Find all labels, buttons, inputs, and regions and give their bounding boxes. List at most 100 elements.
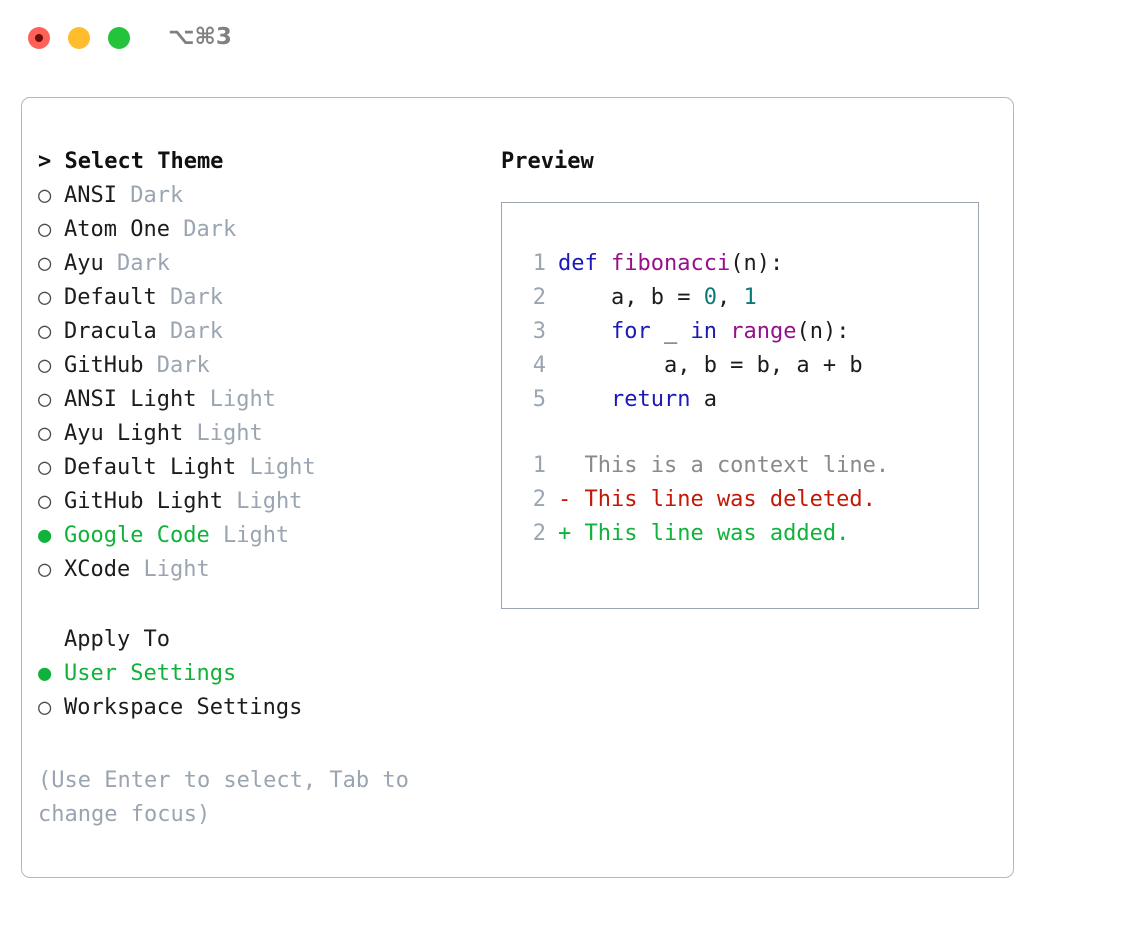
code-token-txt: (n): — [796, 319, 850, 344]
theme-option-kind: Light — [196, 421, 263, 446]
theme-option-kind: Light — [209, 387, 276, 412]
theme-option-kind: Light — [236, 489, 303, 514]
code-token-kw: in — [690, 319, 717, 344]
apply-to-list: ●User Settings ○ Workspace Settings — [38, 657, 478, 725]
line-number: 5 — [532, 387, 546, 412]
theme-option-name: Google Code — [64, 523, 210, 548]
theme-option[interactable]: ○ XCode Light — [38, 553, 478, 587]
diff-line: 2- This line was deleted. — [520, 483, 889, 517]
theme-option-name: XCode — [64, 557, 131, 582]
radio-unselected-icon: ○ — [38, 285, 52, 310]
apply-to-option-name: User Settings — [64, 661, 237, 686]
theme-option[interactable]: ○ GitHub Light Light — [38, 485, 478, 519]
title-bar: ⌥⌘3 — [0, 0, 1140, 78]
preview-heading: Preview — [501, 149, 594, 174]
line-number: 4 — [532, 353, 546, 378]
theme-option[interactable]: ○ Default Dark — [38, 281, 478, 315]
code-line: 3 for _ in range(n): — [520, 315, 863, 349]
radio-unselected-icon: ○ — [38, 557, 52, 582]
line-number: 2 — [532, 521, 546, 546]
theme-option[interactable]: ○Dracula Dark — [38, 315, 478, 349]
theme-selector-column: > Select Theme ○ANSI Dark○Atom One Dark○… — [38, 145, 478, 725]
theme-list: ○ANSI Dark○Atom One Dark○Ayu Dark○Defaul… — [38, 179, 478, 587]
code-token-kw: for — [610, 319, 651, 344]
diff-line: 2 + This line was added. — [520, 517, 889, 551]
main-panel: > Select Theme ○ANSI Dark○Atom One Dark○… — [21, 97, 1014, 878]
theme-option-name: GitHub Light — [64, 489, 223, 514]
apply-to-option[interactable]: ●User Settings — [38, 657, 478, 691]
code-token-txt: a, b = — [558, 285, 704, 310]
theme-option-name: Ayu — [64, 251, 104, 276]
theme-option-name: Dracula — [64, 319, 157, 344]
code-token-fn: fibonacci — [610, 251, 731, 276]
theme-option-kind: Dark — [130, 183, 184, 208]
radio-unselected-icon: ○ — [38, 421, 52, 446]
keyboard-shortcut-label: ⌥⌘3 — [168, 24, 232, 50]
radio-unselected-icon: ○ — [38, 489, 52, 514]
code-token-num: 0 — [703, 285, 717, 310]
line-number: 3 — [532, 319, 546, 344]
code-token-num: 1 — [743, 285, 757, 310]
close-window-button[interactable] — [28, 27, 50, 49]
theme-option[interactable]: ○ Atom One Dark — [38, 213, 478, 247]
code-token-txt — [717, 319, 730, 344]
apply-to-option-name: Workspace Settings — [64, 695, 303, 720]
theme-option-name: ANSI — [64, 183, 117, 208]
code-token-txt: a — [690, 387, 717, 412]
radio-selected-icon: ● — [38, 523, 52, 548]
code-line: 2 a, b = 0, 1 — [520, 281, 863, 315]
radio-unselected-icon: ○ — [38, 217, 52, 242]
theme-option[interactable]: ○Default Light Light — [38, 451, 478, 485]
diff-line-text: This is a context line. — [558, 453, 890, 478]
keyboard-hint-text: (Use Enter to select, Tab to change focu… — [38, 768, 409, 827]
theme-option-kind: Light — [249, 455, 316, 480]
minimize-window-button[interactable] — [68, 27, 90, 49]
theme-option[interactable]: ●Google Code Light — [38, 519, 478, 553]
theme-option[interactable]: ○Ayu Dark — [38, 247, 478, 281]
theme-option-name: Default — [64, 285, 157, 310]
radio-unselected-icon: ○ — [38, 695, 52, 720]
line-number: 1 — [532, 453, 546, 478]
theme-option-name: ANSI Light — [64, 387, 197, 412]
code-line: 4 a, b = b, a + b — [520, 349, 863, 383]
preview-column: Preview — [501, 145, 1001, 179]
section-spacer — [38, 587, 478, 623]
theme-option-name: GitHub — [64, 353, 144, 378]
code-token-txt: a, b = b, a + b — [558, 353, 863, 378]
code-token-kw: return — [610, 387, 691, 412]
radio-unselected-icon: ○ — [38, 183, 52, 208]
theme-option[interactable]: ○ Ayu Light Light — [38, 417, 478, 451]
radio-unselected-icon: ○ — [38, 251, 52, 276]
theme-option-kind: Dark — [156, 353, 210, 378]
radio-unselected-icon: ○ — [38, 455, 52, 480]
theme-option-name: Ayu Light — [64, 421, 184, 446]
code-token-txt: _ — [650, 319, 691, 344]
radio-unselected-icon: ○ — [38, 387, 52, 412]
theme-option[interactable]: ○ GitHub Dark — [38, 349, 478, 383]
theme-option-name: Atom One — [64, 217, 170, 242]
diff-line-text: - This line was deleted. — [558, 487, 876, 512]
close-icon — [35, 34, 43, 42]
maximize-window-button[interactable] — [108, 27, 130, 49]
radio-unselected-icon: ○ — [38, 353, 52, 378]
theme-option[interactable]: ○ ANSI Light Light — [38, 383, 478, 417]
theme-option-kind: Dark — [169, 319, 223, 344]
theme-option[interactable]: ○ ANSI Dark — [38, 179, 478, 213]
theme-option-kind: Light — [143, 557, 210, 582]
line-number: 2 — [532, 285, 546, 310]
apply-to-option[interactable]: ○ Workspace Settings — [38, 691, 478, 725]
diff-sample: 1 This is a context line.2- This line wa… — [520, 449, 889, 551]
code-token-txt: , — [716, 285, 744, 310]
theme-option-kind: Dark — [169, 285, 223, 310]
select-theme-heading: > Select Theme — [38, 149, 224, 174]
diff-line-text: + This line was added. — [558, 521, 850, 546]
code-token-kw: def — [558, 251, 611, 276]
code-token-txt — [558, 387, 611, 412]
code-line: 5 return a — [520, 383, 863, 417]
theme-option-kind: Dark — [183, 217, 237, 242]
apply-to-heading: Apply To — [64, 627, 170, 652]
